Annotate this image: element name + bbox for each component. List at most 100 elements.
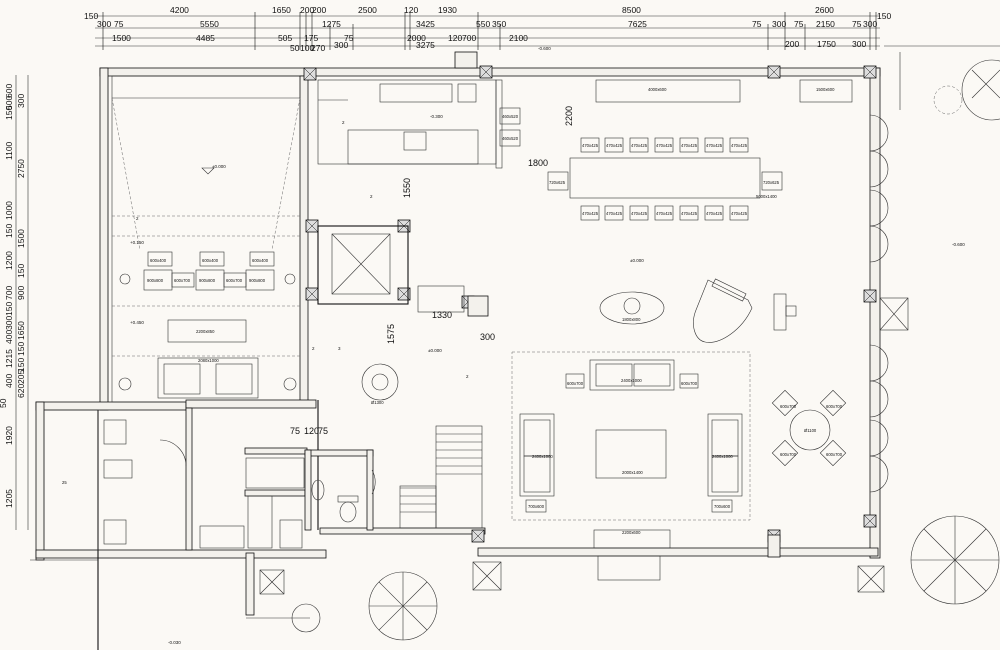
svg-text:2750: 2750	[16, 159, 26, 178]
svg-text:25: 25	[62, 480, 67, 485]
end-chair-label-2: 720x625	[763, 180, 780, 185]
svg-text:2000: 2000	[407, 33, 426, 43]
dining-chair-label: 470x425	[681, 143, 698, 148]
outdoor-column-bottom	[472, 561, 502, 591]
dining-chair-label: 470x425	[582, 211, 599, 216]
svg-text:2150: 2150	[816, 19, 835, 29]
sofa-top-label: 2400x1000	[621, 378, 642, 383]
dining-chair-label: 470x425	[582, 143, 599, 148]
svg-text:500: 500	[4, 96, 14, 110]
round-chair-label-1: 600x700	[780, 404, 797, 409]
svg-text:75: 75	[794, 19, 804, 29]
svg-text:600x400: 600x400	[252, 258, 269, 263]
dining-chair-label: 470x425	[706, 211, 723, 216]
svg-text:900: 900	[16, 286, 26, 300]
svg-text:3275: 3275	[416, 40, 435, 50]
svg-text:200: 200	[785, 39, 799, 49]
dining-chair	[604, 205, 624, 221]
svg-text:2: 2	[370, 194, 373, 199]
svg-text:300: 300	[97, 19, 111, 29]
svg-text:-0.600: -0.600	[538, 46, 551, 51]
oval-table-label: 1800x800	[622, 317, 641, 322]
svg-text:600x400: 600x400	[202, 258, 219, 263]
svg-text:-0.030: -0.030	[168, 640, 181, 645]
svg-text:+0.150: +0.150	[130, 240, 144, 245]
foyer-table	[361, 363, 399, 401]
svg-text:120: 120	[404, 5, 418, 15]
dining-chair	[580, 137, 600, 153]
svg-text:2080x1000: 2080x1000	[198, 358, 219, 363]
side-table-label-2: 600x700	[681, 381, 698, 386]
terrace-outline	[30, 45, 1000, 619]
left-dimension-text: 600 500 150 1100 300 2750 1000 150 1500 …	[0, 84, 26, 508]
dining-chair	[704, 205, 724, 221]
svg-text:600x700: 600x700	[226, 278, 243, 283]
svg-text:±0.000: ±0.000	[630, 258, 644, 263]
dining-chair	[679, 205, 699, 221]
dining-table-label: 5000x1400	[756, 194, 777, 199]
interior-dimensions: 2200 1800 1550 1330 1575 300 75 120 75 2…	[62, 106, 574, 485]
pillar-base	[785, 305, 797, 317]
svg-text:2500: 2500	[358, 5, 377, 15]
svg-text:1205: 1205	[4, 489, 14, 508]
round-table-label: Ø1100	[804, 428, 817, 433]
round-table-set	[771, 389, 847, 467]
svg-text:5550: 5550	[200, 19, 219, 29]
stool-label-1: 460x520	[502, 114, 519, 119]
dining-chair	[604, 137, 624, 153]
exterior-walls	[35, 67, 881, 650]
dining-chair-label: 470x425	[606, 143, 623, 148]
tv-cabinet-label: 2200x600	[622, 530, 641, 535]
dining-chair-label: 470x425	[731, 211, 748, 216]
svg-text:3: 3	[338, 346, 341, 351]
svg-text:50: 50	[290, 43, 300, 53]
sofa-right-label: 2400x1000	[712, 454, 733, 459]
svg-text:75: 75	[344, 33, 354, 43]
svg-text:1500: 1500	[16, 229, 26, 248]
svg-text:150: 150	[84, 11, 98, 21]
svg-text:700: 700	[462, 33, 476, 43]
piano	[693, 278, 753, 343]
svg-text:600x400: 600x400	[150, 258, 167, 263]
right-facade-doors	[869, 114, 889, 493]
svg-text:300: 300	[480, 332, 495, 342]
svg-text:2100: 2100	[509, 33, 528, 43]
svg-text:120: 120	[304, 426, 319, 436]
svg-text:-0.600: -0.600	[952, 242, 965, 247]
home-theatre	[111, 97, 301, 399]
svg-text:1650: 1650	[272, 5, 291, 15]
svg-text:620: 620	[16, 384, 26, 398]
dining-chair	[654, 137, 674, 153]
round-chair-label-2: 600x700	[826, 404, 843, 409]
room-numbers: 2 2 2 2 3 2	[136, 120, 469, 379]
column-mid	[467, 295, 489, 317]
svg-text:150: 150	[16, 342, 26, 356]
end-table-label-2: 700x600	[714, 504, 731, 509]
svg-text:1200: 1200	[4, 251, 14, 270]
dining-chair-label: 470x425	[731, 143, 748, 148]
svg-text:2200x850: 2200x850	[196, 329, 215, 334]
svg-text:1500: 1500	[112, 33, 131, 43]
column-bottom	[767, 534, 781, 558]
dining-chair-label: 470x425	[631, 143, 648, 148]
svg-text:±0.000: ±0.000	[212, 164, 226, 169]
svg-text:2: 2	[342, 120, 345, 125]
dining-chair-label: 470x425	[656, 143, 673, 148]
svg-text:2: 2	[136, 216, 139, 221]
dining-chairs: 470x425 470x425 470x425 470x425 470x425 470x4…	[580, 137, 749, 221]
svg-text:300: 300	[4, 316, 14, 330]
svg-text:75: 75	[852, 19, 862, 29]
top-chimney	[454, 51, 478, 69]
end-table-label-1: 700x600	[528, 504, 545, 509]
svg-text:300: 300	[863, 19, 877, 29]
end-chair-label-1: 720x625	[549, 180, 566, 185]
dining-chair	[629, 205, 649, 221]
svg-text:270: 270	[311, 43, 325, 53]
svg-text:±0.000: ±0.000	[428, 348, 442, 353]
svg-text:1650: 1650	[16, 321, 26, 340]
dining-chair	[580, 205, 600, 221]
sideboard-label: 4000x600	[648, 87, 667, 92]
theatre-labels: 600x400 600x400 600x400 900x800 900x800 …	[147, 258, 269, 363]
round-chair-label-4: 600x700	[826, 452, 843, 457]
